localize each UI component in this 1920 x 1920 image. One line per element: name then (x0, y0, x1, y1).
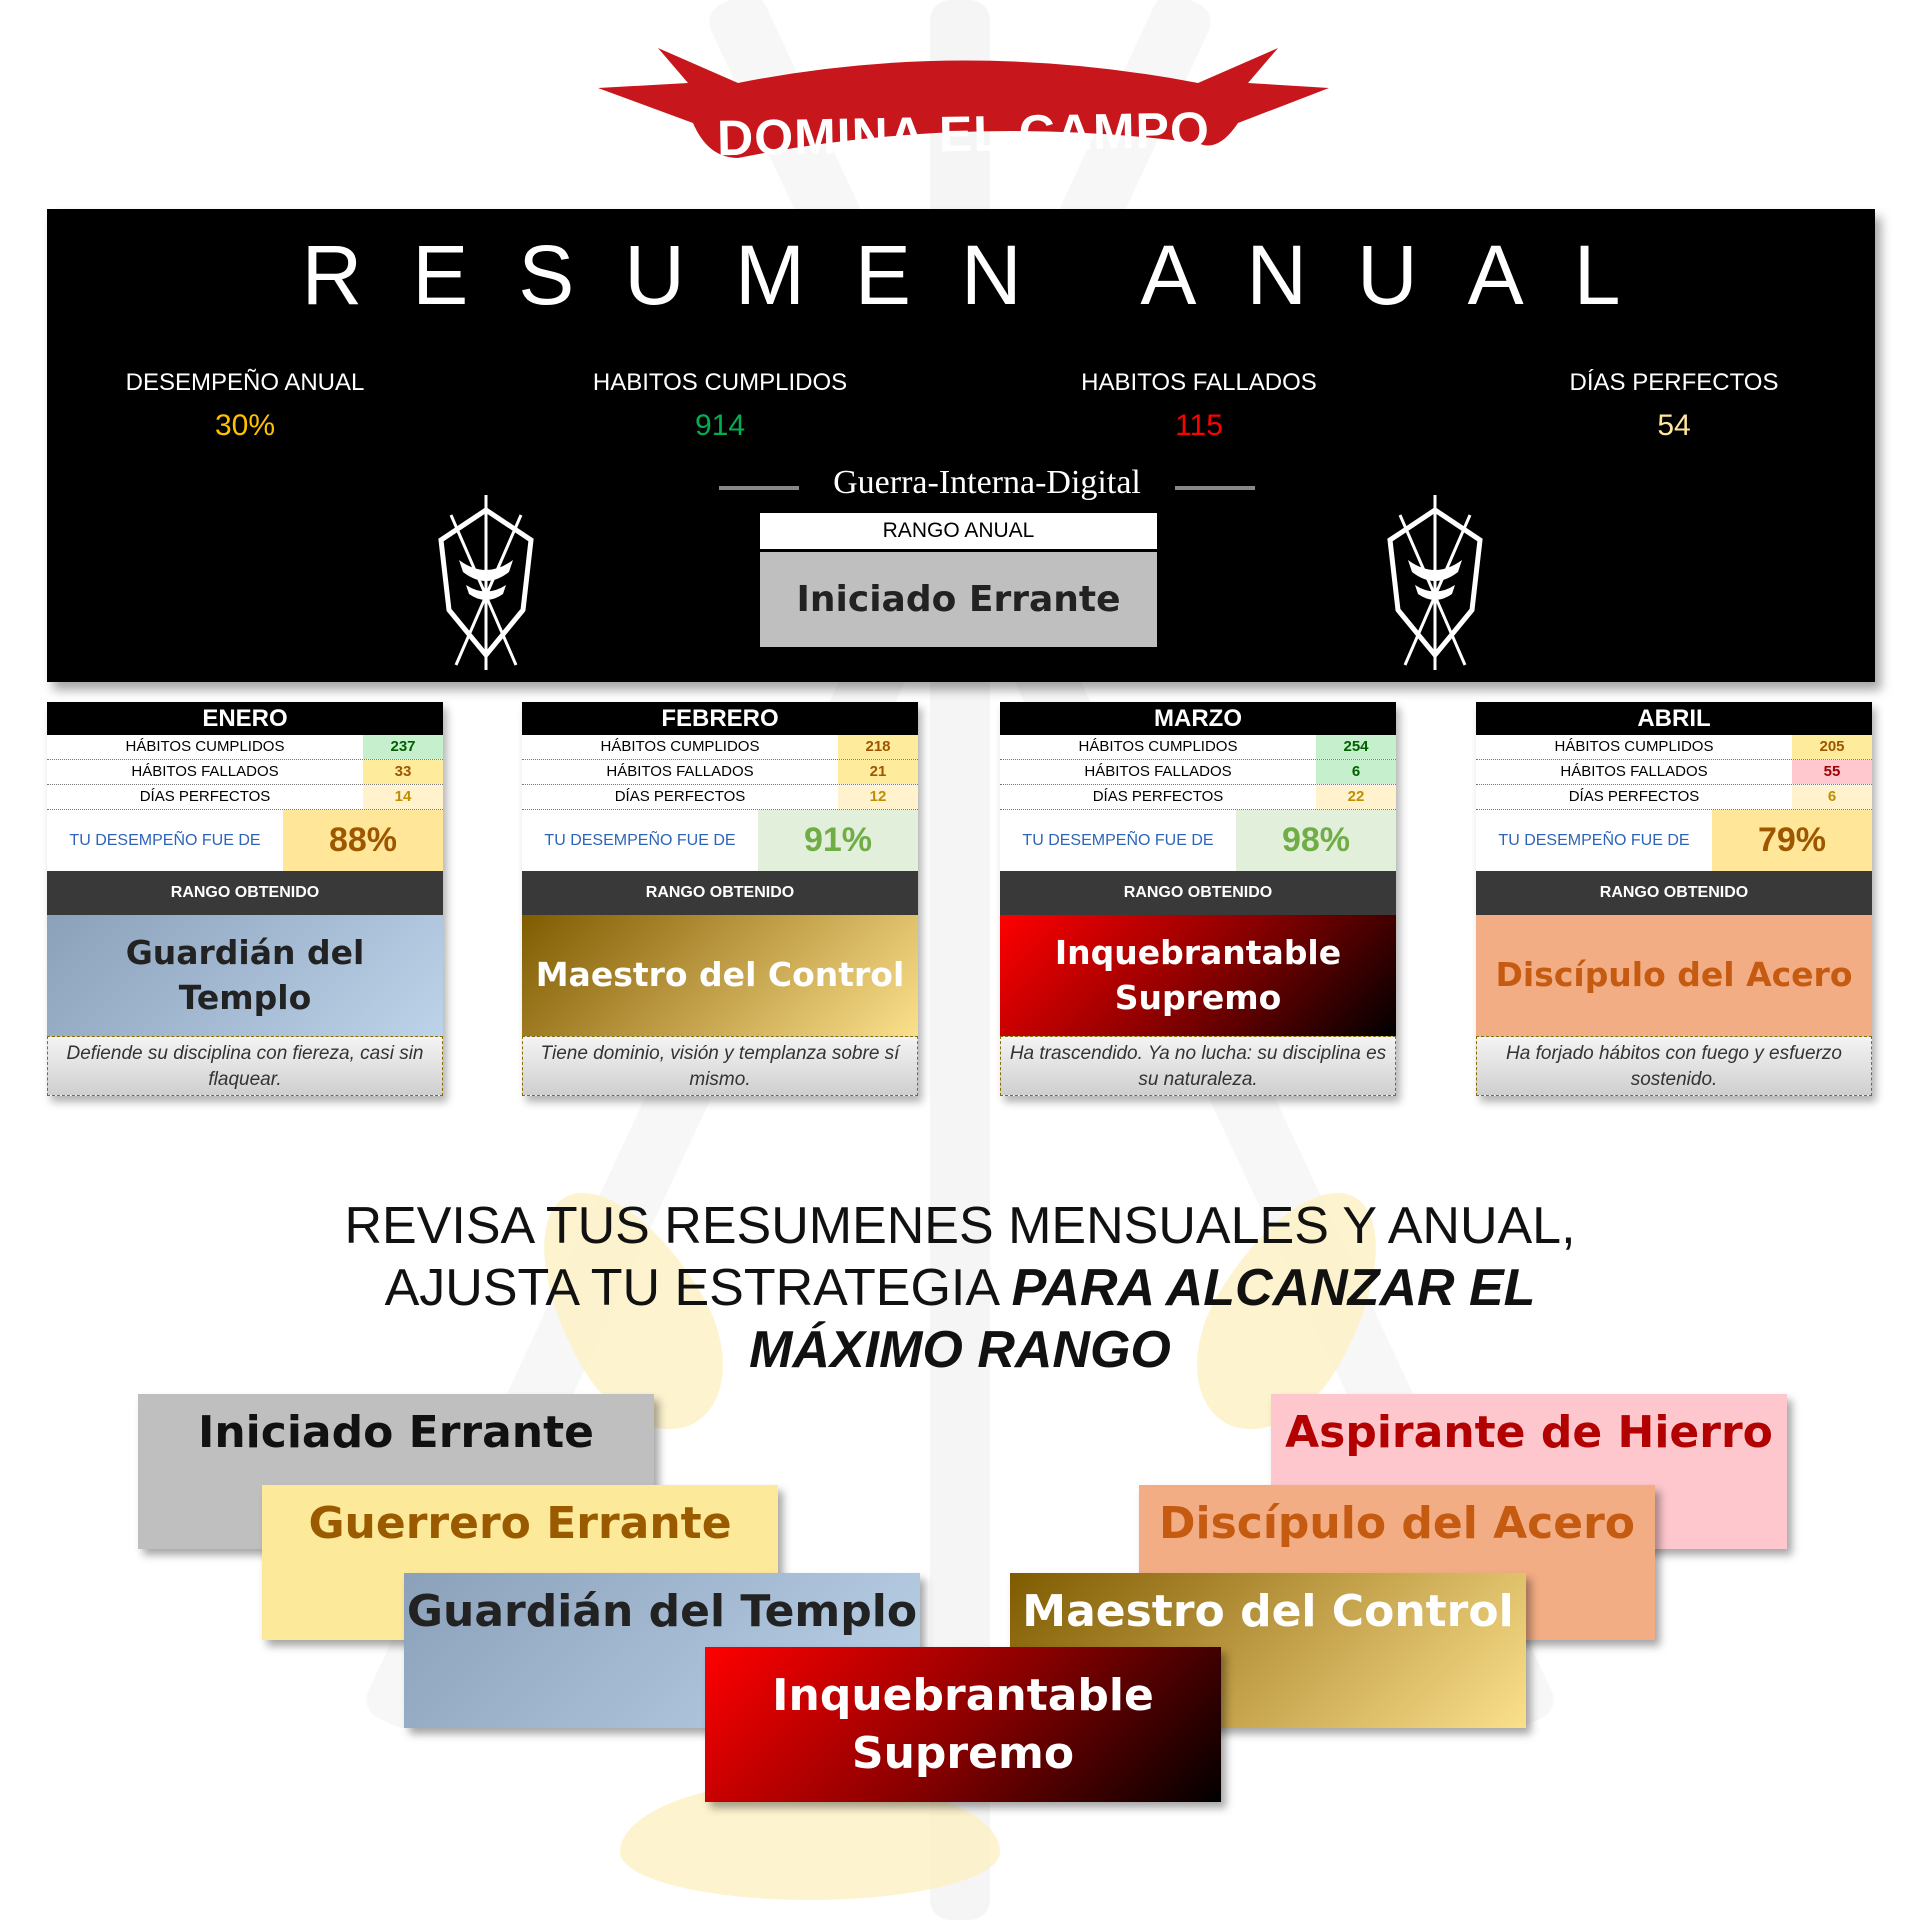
rank-header: RANGO OBTENIDO (522, 871, 918, 915)
performance-label: TU DESEMPEÑO FUE DE (1498, 832, 1690, 849)
annual-summary-panel: RESUMEN ANUAL DESEMPEÑO ANUAL 30% HABITOS… (47, 209, 1875, 682)
perfectos-label: DÍAS PERFECTOS (139, 788, 271, 805)
perfectos-value: 12 (838, 785, 918, 809)
rank-value: Discípulo del Acero (1476, 915, 1872, 1036)
perfectos-value: 22 (1316, 785, 1396, 809)
stat-label: HABITOS FALLADOS (1081, 369, 1317, 396)
rank-description: Tiene dominio, visión y templanza sobre … (522, 1036, 918, 1096)
rank-header: RANGO OBTENIDO (47, 871, 443, 915)
rank-header: RANGO OBTENIDO (1000, 871, 1396, 915)
annual-rank-value: Iniciado Errante (760, 552, 1157, 647)
cumplidos-value: 237 (363, 735, 443, 759)
fallados-label: HÁBITOS FALLADOS (1560, 763, 1708, 780)
fallados-value: 6 (1316, 760, 1396, 784)
fallados-value: 33 (363, 760, 443, 784)
shield-icon (1387, 495, 1483, 670)
perfectos-value: 14 (363, 785, 443, 809)
performance-value: 88% (283, 810, 443, 871)
fallados-label: HÁBITOS FALLADOS (131, 763, 279, 780)
banner: DOMINA EL CAMPO (598, 43, 1329, 166)
performance-value: 98% (1236, 810, 1396, 871)
performance-value: 91% (758, 810, 918, 871)
month-name: MARZO (1000, 702, 1396, 735)
rank-header: RANGO OBTENIDO (1476, 871, 1872, 915)
stat-desempeno: DESEMPEÑO ANUAL 30% (55, 369, 435, 443)
cumplidos-value: 254 (1316, 735, 1396, 759)
stat-label: HABITOS CUMPLIDOS (592, 369, 848, 396)
cta-line-3-bold: MÁXIMO RANGO (749, 1321, 1171, 1379)
stat-label: DESEMPEÑO ANUAL (125, 369, 365, 396)
annual-rank-label: RANGO ANUAL (760, 513, 1157, 549)
rank-description: Ha trascendido. Ya no lucha: su discipli… (1000, 1036, 1396, 1096)
cumplidos-label: HÁBITOS CUMPLIDOS (600, 738, 760, 755)
rank-tile-inquebrantable: Inquebrantable Supremo (705, 1647, 1221, 1802)
perfectos-label: DÍAS PERFECTOS (1092, 788, 1224, 805)
cta-line-2-bold: PARA ALCANZAR EL (1011, 1259, 1536, 1317)
fallados-label: HÁBITOS FALLADOS (1084, 763, 1232, 780)
month-card-febrero: FEBRERO HÁBITOS CUMPLIDOS 218 HÁBITOS FAL… (522, 702, 918, 1096)
summary-title: RESUMEN ANUAL (301, 228, 1671, 322)
rank-value: Maestro del Control (522, 915, 918, 1036)
cumplidos-value: 205 (1792, 735, 1872, 759)
fallados-label: HÁBITOS FALLADOS (606, 763, 754, 780)
stat-perfectos: DÍAS PERFECTOS 54 (1484, 369, 1864, 443)
performance-label: TU DESEMPEÑO FUE DE (69, 832, 261, 849)
cta-line-1: REVISA TUS RESUMENES MENSUALES Y ANUAL, (344, 1197, 1576, 1255)
stat-cumplidos: HABITOS CUMPLIDOS 914 (530, 369, 910, 443)
perfectos-value: 6 (1792, 785, 1872, 809)
cta-line-2: AJUSTA TU ESTRATEGIA (384, 1259, 1012, 1317)
cumplidos-label: HÁBITOS CUMPLIDOS (125, 738, 285, 755)
month-name: ENERO (47, 702, 443, 735)
perfectos-label: DÍAS PERFECTOS (614, 788, 746, 805)
rank-value: Guardián del Templo (47, 915, 443, 1036)
rank-description: Ha forjado hábitos con fuego y esfuerzo … (1476, 1036, 1872, 1096)
stat-value: 54 (1657, 409, 1691, 442)
performance-value: 79% (1712, 810, 1872, 871)
rank-value: Inquebrantable Supremo (1000, 915, 1396, 1036)
stat-fallados: HABITOS FALLADOS 115 (1009, 369, 1389, 443)
performance-label: TU DESEMPEÑO FUE DE (544, 832, 736, 849)
stat-value: 914 (694, 409, 746, 442)
stat-value: 30% (214, 409, 276, 442)
month-card-enero: ENERO HÁBITOS CUMPLIDOS 237 HÁBITOS FALLA… (47, 702, 443, 1096)
fallados-value: 21 (838, 760, 918, 784)
fallados-value: 55 (1792, 760, 1872, 784)
cumplidos-label: HÁBITOS CUMPLIDOS (1078, 738, 1238, 755)
performance-label: TU DESEMPEÑO FUE DE (1022, 832, 1214, 849)
cumplidos-value: 218 (838, 735, 918, 759)
rank-description: Defiende su disciplina con fiereza, casi… (47, 1036, 443, 1096)
month-card-abril: ABRIL HÁBITOS CUMPLIDOS 205 HÁBITOS FALLA… (1476, 702, 1872, 1096)
month-name: FEBRERO (522, 702, 918, 735)
stat-label: DÍAS PERFECTOS (1569, 369, 1779, 396)
rank-tile-guerrero: Guerrero Errante (262, 1485, 778, 1640)
month-name: ABRIL (1476, 702, 1872, 735)
shield-icon (438, 495, 534, 670)
call-to-action: REVISA TUS RESUMENES MENSUALES Y ANUAL, … (200, 1195, 1720, 1381)
month-card-marzo: MARZO HÁBITOS CUMPLIDOS 254 HÁBITOS FALLA… (1000, 702, 1396, 1096)
cumplidos-label: HÁBITOS CUMPLIDOS (1554, 738, 1714, 755)
perfectos-label: DÍAS PERFECTOS (1568, 788, 1700, 805)
stat-value: 115 (1175, 409, 1223, 442)
brand-logo: Guerra-Interna-Digital (707, 464, 1267, 502)
